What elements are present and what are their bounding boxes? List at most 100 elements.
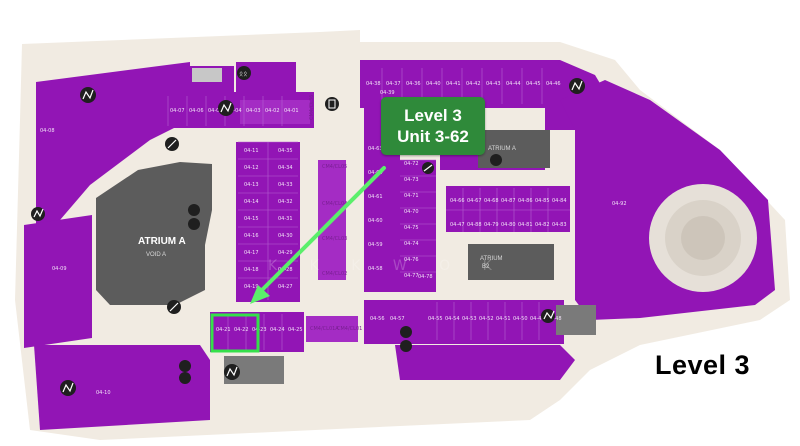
unit-label: 04-61 <box>368 194 383 200</box>
atrium-b <box>468 244 554 280</box>
unit-label: 04-84 <box>552 198 567 204</box>
arrow-pointer <box>250 166 386 304</box>
escalator-icon[interactable] <box>60 380 76 396</box>
escalator-gray <box>556 305 596 335</box>
unit-label: 04-09 <box>52 266 67 272</box>
unit-label: 04-78 <box>418 274 433 280</box>
atrium-a-title: ATRIUM A <box>138 236 186 247</box>
unit-label: 04-19 <box>244 284 259 290</box>
atrium-a-void <box>96 162 212 305</box>
bottom-right-row <box>364 300 564 344</box>
callout-unit: Unit 3-62 <box>397 127 469 146</box>
escalator-icon[interactable] <box>165 137 179 151</box>
unit-label: 04-80 <box>501 222 516 228</box>
unit-label: 04-28 <box>278 267 293 273</box>
unit-label: 04-22 <box>234 327 249 333</box>
toilet-icon[interactable] <box>400 326 412 352</box>
amenity-icons: ᛟᛟ <box>31 66 585 396</box>
unit-label: 04-14 <box>244 199 259 205</box>
unit-label: 04-43 <box>486 81 501 87</box>
unit-label: 04-06 <box>189 108 204 114</box>
northeast-wing-units <box>360 60 610 130</box>
escalator-icon[interactable] <box>224 364 240 380</box>
atrium-a-subtitle: VOID A <box>146 252 166 258</box>
unit-label: 04-39 <box>380 90 395 96</box>
unit-label: 04-72 <box>404 161 419 167</box>
unit-label: 04-34 <box>278 165 293 171</box>
unit-label: 04-17 <box>244 250 259 256</box>
unit-label: 04-85 <box>535 198 550 204</box>
unit-label: 04-40 <box>426 81 441 87</box>
unit-label: 04-79 <box>484 222 499 228</box>
unit-label: 04-18 <box>244 267 259 273</box>
unit-label: 04-05 <box>208 108 223 114</box>
atrium-b-title: ATRIUM <box>480 256 503 262</box>
unit-label: CM4/CL01 <box>337 326 362 332</box>
svg-text:ᛟᛟ: ᛟᛟ <box>239 70 247 78</box>
unit-label: 04-04 <box>227 108 242 114</box>
unit-label: 04-88 <box>467 222 482 228</box>
unit-label: 04-76 <box>404 257 419 263</box>
escalator-icon[interactable] <box>541 309 555 323</box>
unit-label: 04-59 <box>368 242 383 248</box>
toilet-block-top <box>192 68 222 82</box>
unit-label: 04-60 <box>368 218 383 224</box>
escalator-icon[interactable] <box>80 87 96 103</box>
unit-label: 04-46 <box>546 81 561 87</box>
atrium-small <box>478 130 550 168</box>
toilet-icon[interactable] <box>188 204 200 230</box>
west-wing-units <box>36 62 190 230</box>
toilet-icon[interactable]: ᛟᛟ <box>237 66 251 80</box>
unit-label: 04-71 <box>404 193 419 199</box>
unit-label: 04-24 <box>270 327 285 333</box>
escalator-icon[interactable] <box>167 300 181 314</box>
unit-label: 04-66 <box>450 198 465 204</box>
unit-label: 04-54 <box>445 316 460 322</box>
escalator-icon[interactable] <box>31 207 45 221</box>
unit-label: 04-55 <box>428 316 443 322</box>
unit-label: 04-92 <box>612 201 627 207</box>
unit-label: CM4/CL02 <box>322 271 347 277</box>
unit-label: 04-51 <box>496 316 511 322</box>
escalator-icon[interactable] <box>569 78 585 94</box>
unit-label: CM4/CL04 <box>322 201 347 207</box>
unit-label: 04-83 <box>552 222 567 228</box>
toilet-icon[interactable] <box>179 360 191 384</box>
highlight-box <box>210 313 260 353</box>
unit-label: 04-73 <box>404 177 419 183</box>
unit-label: 04-50 <box>513 316 528 322</box>
unit-label: 04-68 <box>484 198 499 204</box>
southwest-units <box>34 345 210 430</box>
lift-icon[interactable] <box>325 97 339 111</box>
right-block-rows <box>446 186 570 232</box>
unit-label: 04-52 <box>479 316 494 322</box>
unit-label: 04-42 <box>466 81 481 87</box>
unit-label: 04-86 <box>518 198 533 204</box>
unit-label: 04-57 <box>390 316 405 322</box>
watermark: K K K W O K <box>268 258 506 274</box>
unit-label: CM4/CL03 <box>322 236 347 242</box>
unit-label: 04-49 <box>530 316 545 322</box>
toilet-icon[interactable] <box>490 154 502 166</box>
unit-label: 04-67 <box>467 198 482 204</box>
unit-label: 04-64 <box>368 170 383 176</box>
unit-label: 04-56 <box>370 316 385 322</box>
unit-cluster-mid-b <box>400 160 436 292</box>
unit-label: CM4/CL01A <box>310 326 339 332</box>
unit-label: 04-44 <box>506 81 521 87</box>
unit-label: 04-38 <box>366 81 381 87</box>
escalator-icon[interactable] <box>422 162 434 174</box>
escalator-icon[interactable] <box>218 100 234 116</box>
unit-label: 04-58 <box>368 266 383 272</box>
unit-label: 04-08 <box>40 128 55 134</box>
unit-label: 04-02 <box>265 108 280 114</box>
unit-label: 04-01 <box>284 108 299 114</box>
unit-label: 04-77 <box>404 273 419 279</box>
atrium-b-subtitle: B2 <box>482 264 490 270</box>
unit-label: 04-45 <box>526 81 541 87</box>
unit-label: CM4/CL05 <box>322 164 347 170</box>
unit-label: 04-27 <box>278 284 293 290</box>
unit-label: 04-53 <box>462 316 477 322</box>
unit-label: 04-21 <box>216 327 231 333</box>
